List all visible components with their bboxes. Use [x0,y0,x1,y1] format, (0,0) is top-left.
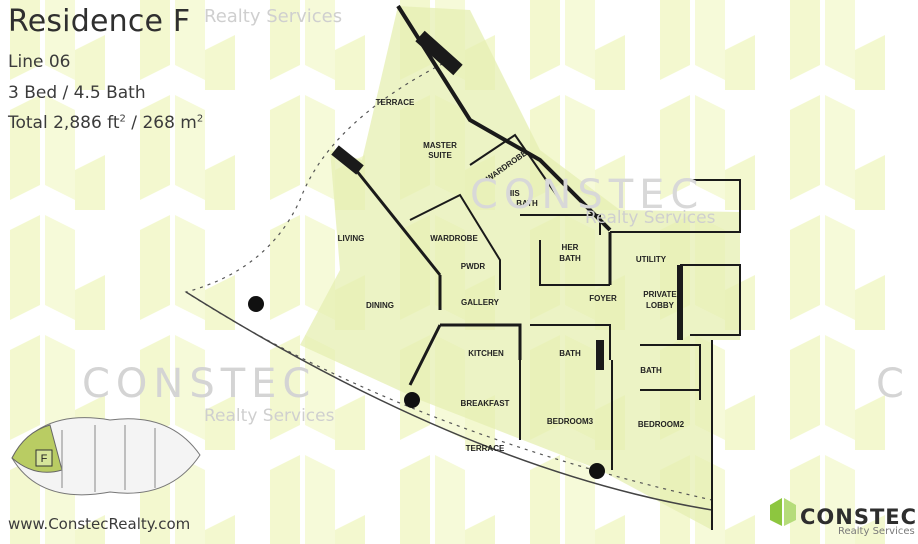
room-label-breakfast: BREAKFAST [461,399,510,408]
room-label-living: LIVING [338,234,365,243]
watermark-brand-center: CONSTEC [470,172,705,218]
room-label-dining: DINING [366,301,394,310]
walls [331,4,741,530]
room-label-his-bath-line1: HIS [506,189,520,198]
watermark-brand-left: CONSTEC [82,361,317,407]
bed-bath-count: 3 Bed / 4.5 Bath [8,83,146,103]
room-label-foyer: FOYER [589,294,617,303]
line-number: Line 06 [8,52,71,72]
key-plan-unit-label: F [41,453,48,465]
room-label-his-bath-line2: BATH [516,199,538,208]
unit-highlight [300,6,740,530]
watermark-sub-left: Realty Services [204,406,335,426]
room-label-terrace-top: TERRACE [376,98,415,107]
room-label-her-bath-line2: BATH [559,254,581,263]
room-label-her-bath-line1: HER [562,243,579,252]
room-label-bedroom3: BEDROOM3 [547,417,594,426]
total-area-ft: Total 2,886 ft [8,113,120,133]
key-plan: F [11,417,201,496]
room-label-gallery: GALLERY [461,298,500,307]
room-label-master-suite-line2: SUITE [428,151,452,160]
watermark-brand-right-fragment: C [876,361,904,407]
column-1 [248,296,264,312]
room-label-kitchen: KITCHEN [468,349,504,358]
watermark-top-text: Realty Services [204,6,343,27]
watermark-sub-center: Realty Services [585,208,716,228]
m-exponent: 2 [196,113,204,125]
logo-brand-text: CONSTEC [800,505,918,529]
room-label-wardrobe-2: WARDROBE [430,234,478,243]
ft-exponent: 2 [119,113,126,125]
terrace-outline [184,59,713,501]
website-link[interactable]: www.ConstecRealty.com [8,515,191,533]
room-label-bath-1: BATH [559,349,581,358]
room-label-utility: UTILITY [636,255,667,264]
total-area-m: / 268 m [125,113,197,133]
room-label-bedroom2: BEDROOM2 [638,420,685,429]
room-label-pwdr: PWDR [461,262,486,271]
room-label-private-lobby-line2: LOBBY [646,301,675,310]
key-plan-unit-marker [35,449,53,467]
room-label-bath-2: BATH [640,366,662,375]
room-label-private-lobby-line1: PRIVATE [643,290,677,299]
column-2 [404,392,420,408]
total-area: Total 2,886 ft2 / 268 m2 [8,113,203,133]
page-title: Residence F [8,4,191,39]
column-3 [589,463,605,479]
logo-sub-text: Realty Services [838,526,915,537]
constec-logo-icon [770,498,796,526]
room-label-terrace-bottom: TERRACE [466,444,505,453]
outer-terrace-curve [185,291,713,511]
room-label-master-suite-line1: MASTER [423,141,457,150]
